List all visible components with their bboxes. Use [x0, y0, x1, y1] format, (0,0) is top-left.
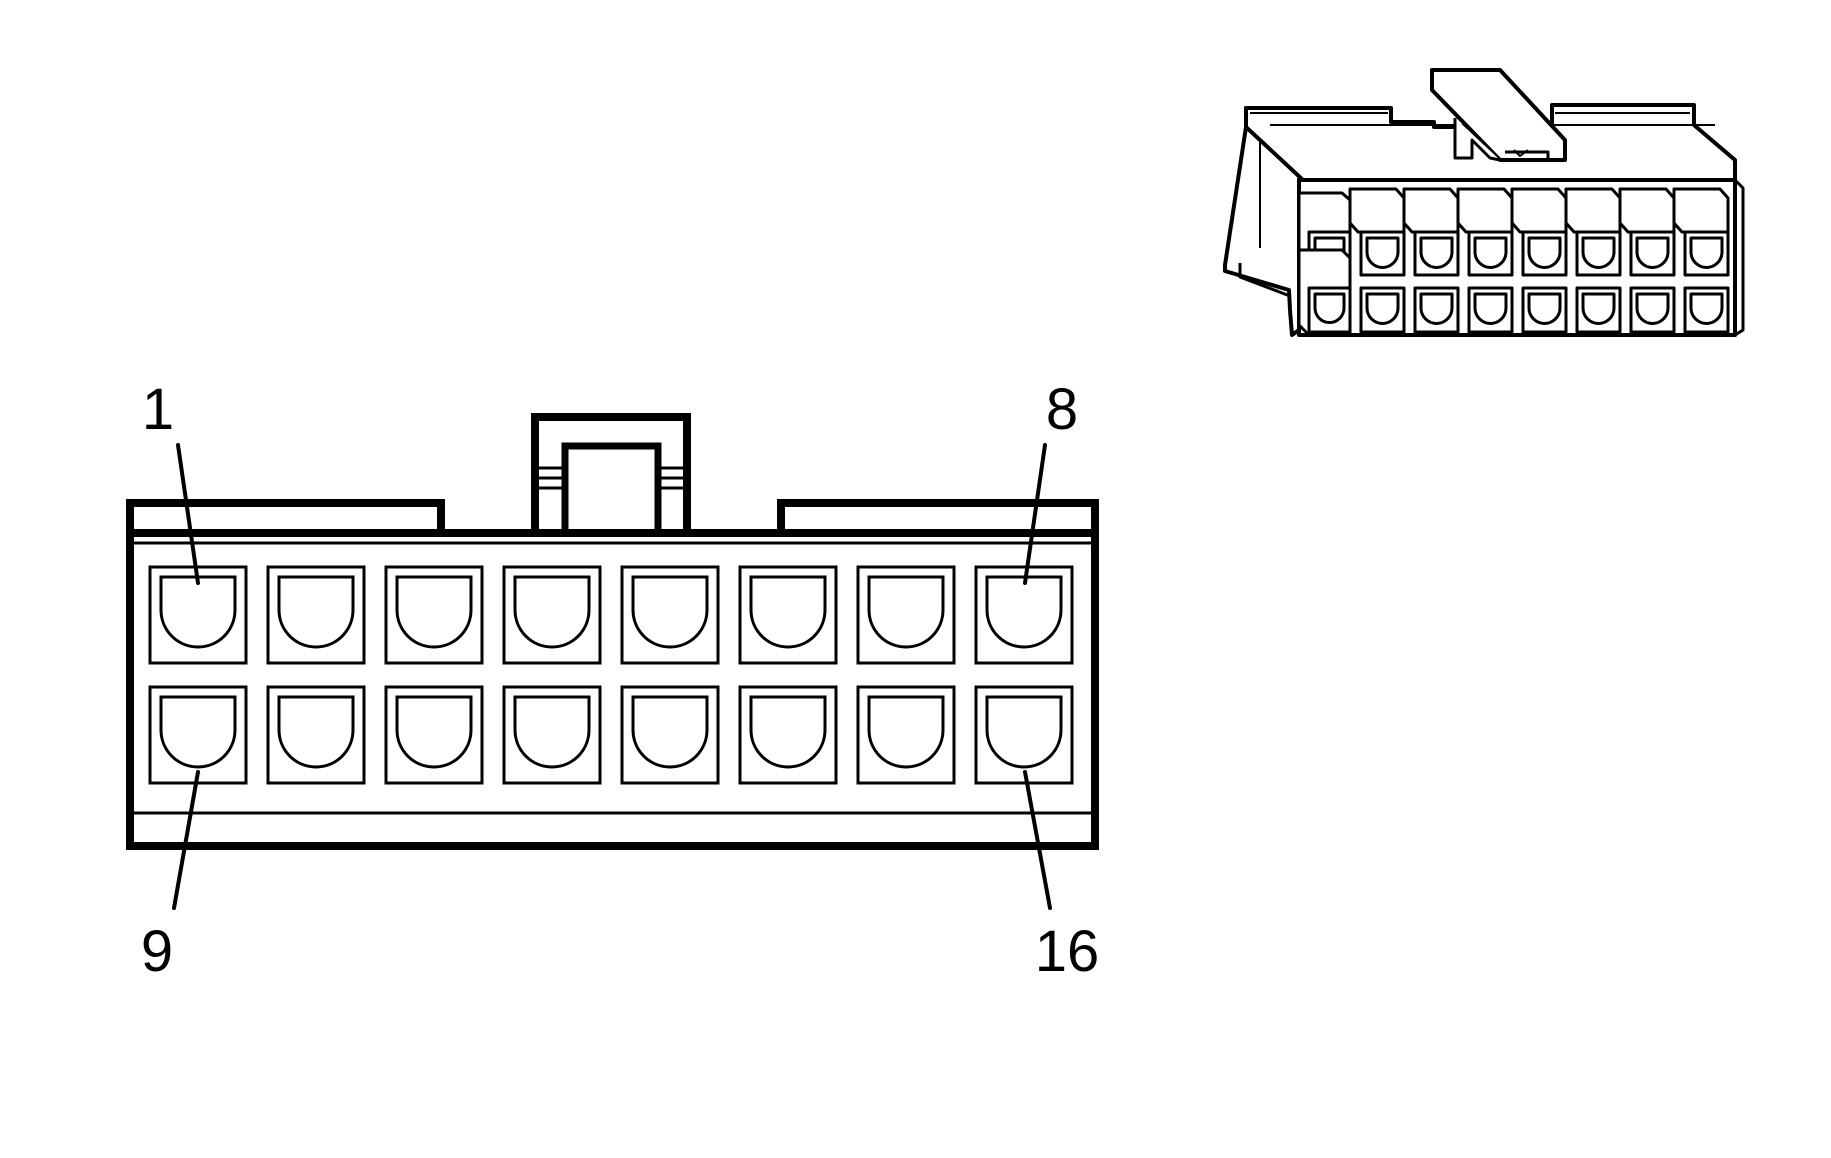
leader-line-pin-16 — [1023, 770, 1052, 910]
pin-cavity-9 — [148, 685, 248, 785]
pin-cavity-8 — [974, 565, 1074, 665]
iso-cavity-8 — [1672, 187, 1730, 277]
isometric-latch — [1430, 68, 1567, 162]
leader-line-pin-8 — [1023, 443, 1047, 585]
iso-cavity-15 — [1629, 286, 1676, 334]
pin-label-1: 1 — [142, 377, 174, 442]
isometric-pin-row-bottom — [1297, 248, 1730, 335]
pin-cavity-13 — [620, 685, 720, 785]
leader-line-pin-1 — [176, 443, 200, 585]
iso-cavity-12 — [1467, 286, 1514, 334]
connector-housing — [126, 529, 1099, 850]
iso-cavity-13 — [1521, 286, 1568, 334]
pin-cavity-16 — [974, 685, 1074, 785]
iso-cavity-11 — [1413, 286, 1460, 334]
pin-cavity-11 — [384, 685, 484, 785]
pin-cavity-6 — [738, 565, 838, 665]
iso-cavity-14 — [1575, 286, 1622, 334]
pin-label-8: 8 — [1046, 377, 1078, 442]
iso-cavity-3 — [1402, 187, 1460, 277]
right-top-rail — [777, 499, 1099, 533]
iso-cavity-16 — [1683, 286, 1730, 334]
iso-cavity-6 — [1564, 187, 1622, 277]
pin-cavity-2 — [266, 565, 366, 665]
pin-cavity-15 — [856, 685, 956, 785]
isometric-pin-row-top — [1297, 187, 1730, 277]
iso-cavity-4 — [1456, 187, 1514, 277]
pin-cavity-1 — [148, 565, 248, 665]
pin-cavity-4 — [502, 565, 602, 665]
iso-cavity-7 — [1618, 187, 1676, 277]
pin-row-bottom — [148, 685, 1074, 785]
pin-label-9: 9 — [141, 919, 173, 984]
left-top-rail — [126, 499, 445, 533]
pin-cavity-3 — [384, 565, 484, 665]
locking-tab — [531, 413, 691, 537]
leader-line-pin-9 — [172, 770, 200, 910]
pin-cavity-7 — [856, 565, 956, 665]
pin-label-16: 16 — [1035, 919, 1100, 984]
iso-cavity-9 — [1297, 248, 1352, 335]
pin-cavity-14 — [738, 685, 838, 785]
pin-cavity-12 — [502, 685, 602, 785]
connector-face-view — [126, 413, 1099, 910]
leader-lines — [172, 443, 1052, 910]
pin-cavity-10 — [266, 685, 366, 785]
pin-cavity-5 — [620, 565, 720, 665]
iso-cavity-2 — [1348, 187, 1406, 277]
iso-cavity-10 — [1359, 286, 1406, 334]
connector-isometric-view — [1223, 68, 1745, 337]
pin-row-top — [148, 565, 1074, 665]
iso-cavity-5 — [1510, 187, 1568, 277]
